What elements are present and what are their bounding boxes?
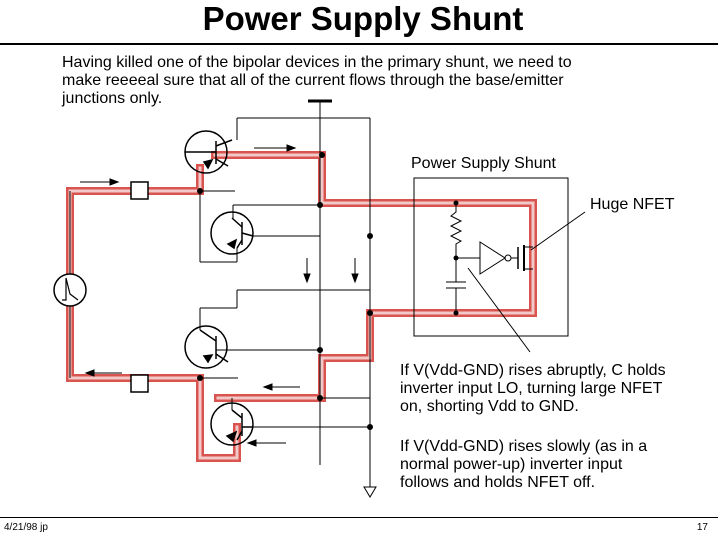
- footer-date: 4/21/98 jp: [4, 522, 48, 533]
- current-arrows: [80, 144, 359, 447]
- junction-dots: [197, 152, 459, 430]
- shunt-box-label: Power Supply Shunt: [411, 155, 556, 172]
- intro-text: Having killed one of the bipolar devices…: [62, 54, 572, 107]
- shunt-box: [413, 177, 586, 353]
- transistor-q3: [184, 325, 229, 369]
- nfet-label: Huge NFET: [590, 196, 675, 213]
- transistor-q2: [210, 211, 254, 255]
- note-slow-rise: If V(Vdd-GND) rises slowly (as in a norm…: [400, 438, 648, 491]
- pulse-source: [53, 273, 87, 307]
- pads: [130, 181, 149, 393]
- transistor-q1: [184, 130, 233, 174]
- bipolar-transistors: [184, 130, 254, 446]
- page-number: 17: [696, 522, 708, 533]
- title-rule: [0, 43, 718, 45]
- footer-rule: [0, 517, 718, 518]
- note-abrupt-rise: If V(Vdd-GND) rises abruptly, C holds in…: [400, 362, 666, 415]
- page-title: Power Supply Shunt: [202, 0, 524, 37]
- transistor-q4: [210, 402, 254, 446]
- wiring: [69, 99, 377, 498]
